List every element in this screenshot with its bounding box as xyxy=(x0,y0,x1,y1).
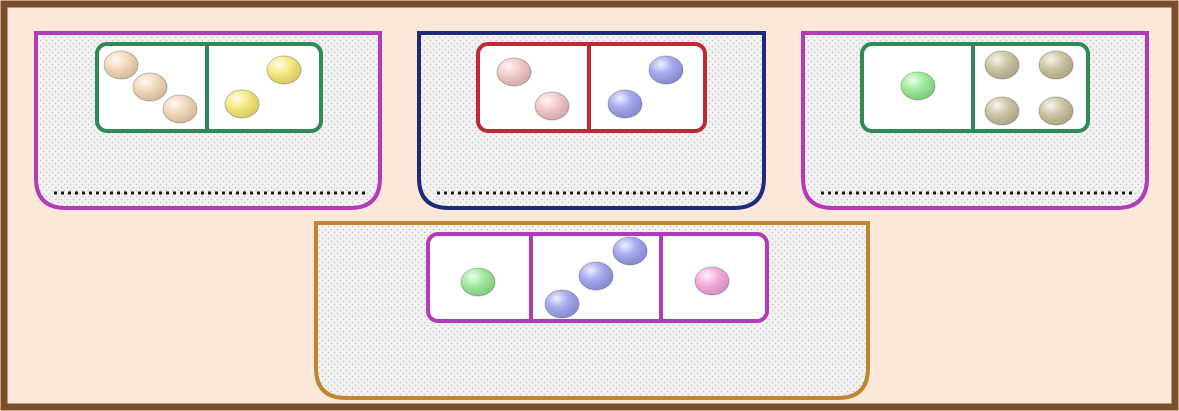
pocket-2 xyxy=(419,33,764,208)
domino-2-right-pip-1-highlight xyxy=(649,56,683,84)
domino-2-right-pip-2-highlight xyxy=(608,90,642,118)
domino-1-left-pip-3-highlight xyxy=(163,95,197,123)
domino-4-s2-pip-3-highlight xyxy=(545,290,579,318)
domino-4-section-3 xyxy=(695,267,729,295)
domino-1-left-pip-2-highlight xyxy=(133,73,167,101)
domino-1-right-pip-1-highlight xyxy=(267,56,301,84)
domino-4-s2-pip-1-highlight xyxy=(613,237,647,265)
domino-4-s3-pip-1-highlight xyxy=(695,267,729,295)
domino-3-right-pip-2-highlight xyxy=(1039,51,1073,79)
domino-1-right-pip-2-highlight xyxy=(225,90,259,118)
domino-4-s1-pip-1-highlight xyxy=(461,268,495,296)
domino-3-right-pip-4-highlight xyxy=(1039,97,1073,125)
domino-3 xyxy=(862,44,1088,131)
domino-2-left-pip-2-highlight xyxy=(535,92,569,120)
domino-4 xyxy=(428,234,767,321)
domino-3-right-pip-3-highlight xyxy=(985,97,1019,125)
pocket-1 xyxy=(36,33,380,208)
domino-3-left-half xyxy=(901,72,935,100)
domino-4-s2-pip-2-highlight xyxy=(579,262,613,290)
domino-4-section-1 xyxy=(461,268,495,296)
pocket-4 xyxy=(316,223,868,398)
domino-1 xyxy=(97,44,321,131)
domino-2-left-pip-1-highlight xyxy=(497,58,531,86)
domino-2 xyxy=(478,44,705,131)
domino-3-right-pip-1-highlight xyxy=(985,51,1019,79)
domino-1-left-pip-1-highlight xyxy=(104,51,138,79)
domino-3-left-pip-1-highlight xyxy=(901,72,935,100)
pocket-3 xyxy=(803,33,1147,208)
